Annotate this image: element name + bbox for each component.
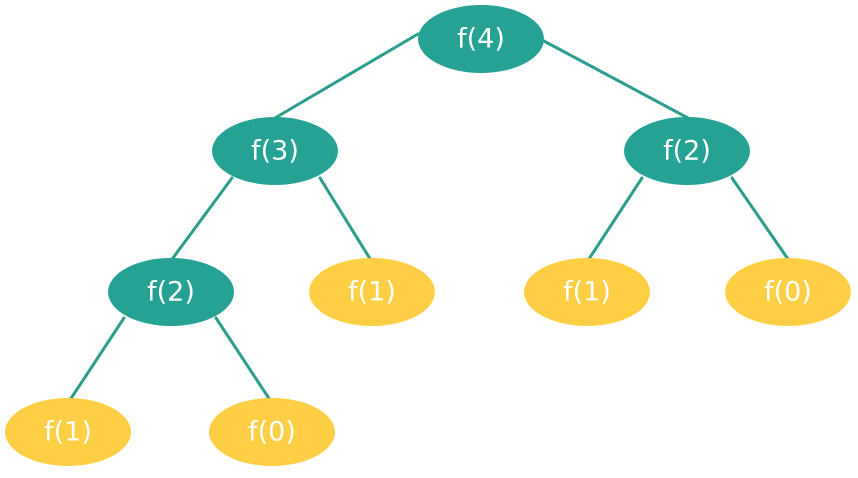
node-label: f(2) [663,136,711,167]
node-label: f(4) [457,24,505,55]
tree-node-f0-b: f(0) [209,398,335,466]
node-label: f(1) [44,417,92,448]
tree-node-f0-a: f(0) [725,258,851,326]
tree-node-f2-left: f(2) [108,258,234,326]
edge-f4-f2 [540,38,690,120]
node-ellipse [5,398,131,466]
tree-node-f1-b: f(1) [524,258,650,326]
node-ellipse [108,258,234,326]
node-label: f(0) [248,417,296,448]
node-ellipse [524,258,650,326]
edge-f2l-f1 [66,316,126,405]
tree-edges [66,32,792,405]
tree-node-f3: f(3) [212,117,338,185]
edge-f3-f2 [168,176,234,264]
edge-f2r-f0 [730,176,792,264]
node-ellipse [624,117,750,185]
node-label: f(1) [348,277,396,308]
tree-node-f1-a: f(1) [309,258,435,326]
tree-node-f2-right: f(2) [624,117,750,185]
tree-node-f1-c: f(1) [5,398,131,466]
node-ellipse [212,117,338,185]
node-ellipse [309,258,435,326]
node-label: f(1) [563,277,611,308]
node-label: f(3) [251,136,299,167]
node-ellipse [725,258,851,326]
edge-f2r-f1 [585,176,644,264]
edge-f3-f1 [318,176,374,264]
node-ellipse [418,5,544,73]
node-label: f(0) [764,277,812,308]
edge-f2l-f0 [214,316,274,405]
edge-f4-f3 [273,32,420,120]
node-label: f(2) [147,277,195,308]
node-ellipse [209,398,335,466]
tree-node-f4: f(4) [418,5,544,73]
